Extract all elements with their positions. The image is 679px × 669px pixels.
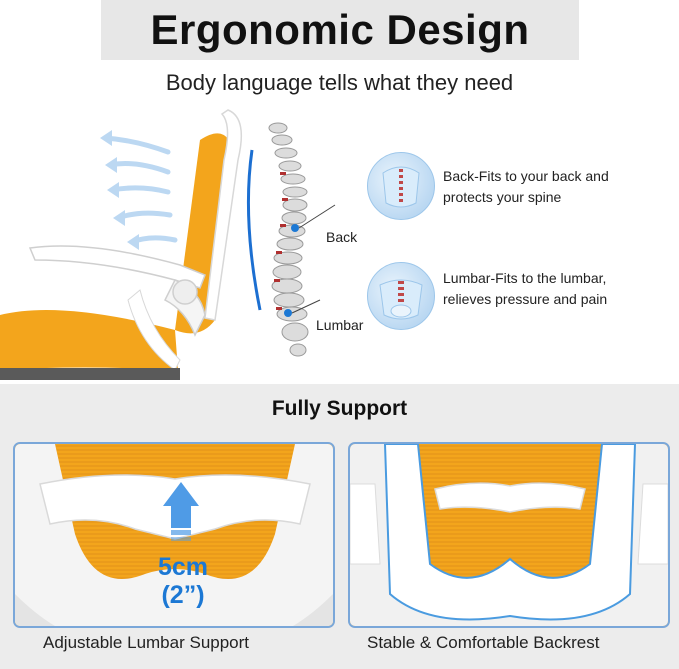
- lumbar-xray-icon: [367, 262, 435, 330]
- feature-lumbar-line1: Lumbar-Fits to the lumbar,: [443, 270, 607, 286]
- chair-side-illustration: [0, 109, 243, 380]
- spine-label-lumbar: Lumbar: [316, 317, 364, 333]
- lumbar-adjust-range-in: (2”): [161, 581, 205, 609]
- feature-back-line1: Back-Fits to your back and: [443, 168, 609, 184]
- caption-backrest: Stable & Comfortable Backrest: [367, 633, 600, 652]
- feature-lumbar-line2: relieves pressure and pain: [443, 291, 608, 307]
- feature-back: Back-Fits to your back and protects your…: [443, 166, 673, 208]
- page-subtitle: Body language tells what they need: [165, 70, 514, 95]
- lumbar-adjust-range: 5cm (2”): [143, 553, 223, 609]
- title-banner: Ergonomic Design: [101, 0, 579, 60]
- spine-illustration: [246, 122, 336, 357]
- feature-back-line2: protects your spine: [443, 189, 562, 205]
- spine-label-back: Back: [326, 229, 358, 245]
- lumbar-adjust-range-cm: 5cm: [157, 553, 209, 581]
- feature-lumbar: Lumbar-Fits to the lumbar, relieves pres…: [443, 268, 673, 310]
- backrest-panel: [348, 442, 670, 628]
- caption-lumbar-support: Adjustable Lumbar Support: [43, 633, 250, 652]
- spine-curve-icon: [246, 149, 262, 311]
- page-title: Ergonomic Design: [150, 6, 530, 53]
- back-xray-icon: [367, 152, 435, 220]
- support-title: Fully Support: [271, 397, 408, 420]
- lumbar-support-panel: [13, 442, 335, 628]
- lumbar-adjust-arrow-icon: [163, 482, 199, 541]
